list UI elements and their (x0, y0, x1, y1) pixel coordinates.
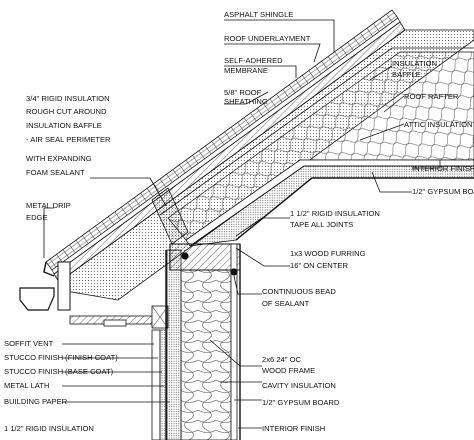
label-sealant-1: CONTINUOUS BEAD (262, 287, 336, 296)
sealant-bead-1 (181, 252, 189, 260)
label-furring-2: 16" ON CENTER (290, 261, 348, 270)
label-sealant-2: OF SEALANT (262, 299, 310, 308)
label-rigid-tape-1: 1 1/2" RIGID INSULATION (290, 209, 380, 218)
label-insulation-baffle-1: INSULATION (392, 59, 437, 68)
label-rigid-note-5: WITH EXPANDING (26, 154, 92, 163)
label-interior-finish-ceiling: INTERIOR FINISH (412, 164, 474, 173)
label-roof-underlayment: ROOF UNDERLAYMENT (224, 34, 311, 43)
label-rigid-note-6: FOAM SEALANT (26, 168, 85, 177)
label-furring-1: 1x3 WOOD FURRING (290, 249, 366, 258)
label-roof-sheathing-1: 5/8" ROOF (224, 88, 262, 97)
label-gypsum-wall: 1/2" GYPSUM BOARD (262, 398, 340, 407)
wall-assembly (151, 243, 241, 440)
label-building-paper: BUILDING PAPER (4, 397, 68, 406)
label-roof-rafter: ROOF RAFTER (404, 92, 459, 101)
label-rigid-note-4: - AIR SEAL PERIMETER (26, 135, 111, 144)
label-membrane: MEMBRANE (224, 66, 268, 75)
label-asphalt-shingle: ASPHALT SHINGLE (224, 10, 293, 19)
label-stucco-finish: STUCCO FINISH (FINISH COAT) (4, 353, 118, 362)
label-wood-frame-1: 2x6 24" OC (262, 355, 302, 364)
label-rigid-note-1: 3/4" RIGID INSULATION (26, 94, 110, 103)
label-roof-sheathing-2: SHEATHING (224, 97, 268, 106)
label-cavity-insulation: CAVITY INSULATION (262, 381, 336, 390)
label-soffit-vent: SOFFIT VENT (4, 339, 54, 348)
wall-cavity-insulation (180, 269, 232, 440)
label-rigid-note-2: ROUGH CUT AROUND (26, 107, 107, 116)
label-attic-insulation: ATTIC INSULATION (404, 120, 473, 129)
leader-lines (43, 19, 441, 429)
label-self-adhered: SELF-ADHERED (224, 56, 283, 65)
roof-assembly (43, 9, 474, 311)
stucco-finish (151, 329, 161, 440)
sealant-bead-2 (230, 268, 238, 276)
fascia-board (57, 261, 71, 311)
eave-assembly (19, 187, 189, 329)
wall-gypsum-board (230, 243, 238, 440)
gutter (19, 287, 55, 311)
label-metal-drip-2: EDGE (26, 213, 48, 222)
label-interior-finish-wall: INTERIOR FINISH (262, 424, 325, 433)
label-insulation-baffle-2: BAFFLE (392, 70, 421, 79)
label-wood-frame-2: WOOD FRAME (262, 366, 315, 375)
callouts: ASPHALT SHINGLE ROOF UNDERLAYMENT SELF-A… (4, 10, 474, 433)
metal-drip-edge (43, 261, 55, 277)
label-rigid-tape-2: TAPE ALL JOINTS (290, 220, 353, 229)
label-metal-drip-1: METAL DRIP (26, 201, 71, 210)
label-stucco-base: STUCCO FINISH (BASE COAT) (4, 367, 114, 376)
label-rigid-note-3: INSULATION BAFFLE (26, 121, 102, 130)
wall-rigid-insulation (166, 249, 182, 440)
label-rigid-wall: 1 1/2" RIGID INSULATION (4, 424, 94, 433)
label-gypsum-ceiling: 1/2" GYPSUM BOARD (412, 187, 474, 196)
insulation-baffle (159, 47, 474, 216)
stucco-base (159, 329, 167, 440)
label-metal-lath: METAL LATH (4, 381, 49, 390)
